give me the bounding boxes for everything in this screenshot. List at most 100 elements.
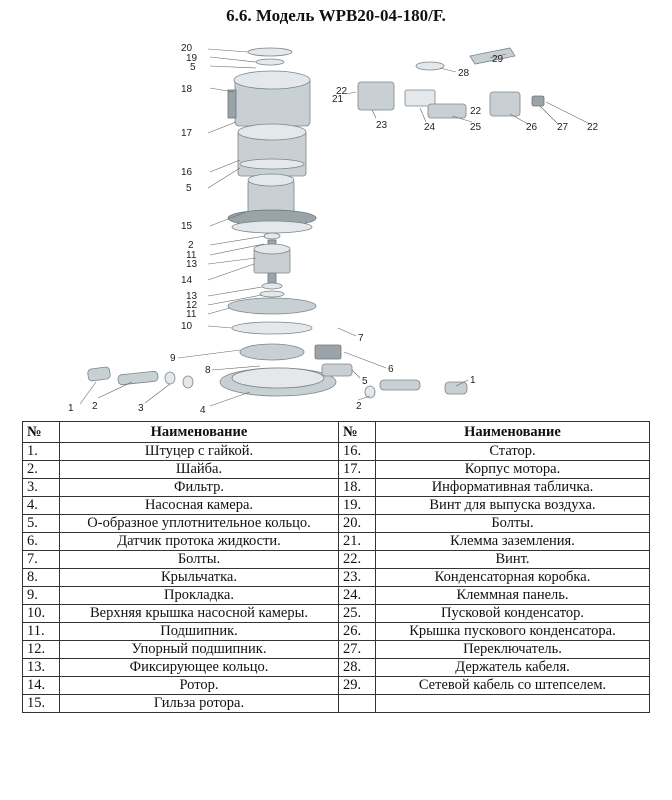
- callout: 17: [181, 128, 193, 139]
- part-number-cell: 12.: [22, 640, 60, 659]
- part-name-cell: Прокладка.: [59, 586, 339, 605]
- part-number-cell: 22.: [338, 550, 376, 569]
- callout: 29: [492, 54, 504, 65]
- part-number-cell: 1.: [22, 442, 60, 461]
- table-row: 14.Ротор.29.Сетевой кабель со штепселем.: [22, 676, 650, 695]
- callout: 5: [190, 62, 196, 73]
- table-row: 2.Шайба.17.Корпус мотора.: [22, 460, 650, 479]
- page-title: 6.6. Модель WPB20-04-180/F.: [226, 6, 446, 25]
- table-row: 6.Датчик протока жидкости.21.Клемма зазе…: [22, 532, 650, 551]
- part-number-cell: 29.: [338, 676, 376, 695]
- part-number-cell: 16.: [338, 442, 376, 461]
- part-name-cell: Корпус мотора.: [375, 460, 650, 479]
- part-number-cell: 9.: [22, 586, 60, 605]
- part-number-cell: 8.: [22, 568, 60, 587]
- table-row: 3.Фильтр.18.Информативная табличка.: [22, 478, 650, 497]
- leader-lines: [79, 48, 591, 407]
- motor-housing-drawing: [219, 47, 337, 397]
- callout: 5: [186, 183, 192, 194]
- table-row: 10.Верхняя крышка насосной камеры.25.Пус…: [22, 604, 650, 623]
- part-number-cell: 20.: [338, 514, 376, 533]
- part-name-cell: Гильза ротора.: [59, 694, 339, 713]
- column-header-name: Наименование: [375, 421, 650, 443]
- part-number-cell: 7.: [22, 550, 60, 569]
- part-name-cell: Информативная табличка.: [375, 478, 650, 497]
- part-name-cell: Штуцер с гайкой.: [59, 442, 339, 461]
- part-name-cell: Подшипник.: [59, 622, 339, 641]
- table-row: 13.Фиксирующее кольцо.28.Держатель кабел…: [22, 658, 650, 677]
- callout: 20: [181, 43, 193, 54]
- callout: 27: [557, 122, 569, 133]
- table-row: 15.Гильза ротора.: [22, 694, 650, 713]
- part-number-cell: 11.: [22, 622, 60, 641]
- callout: 11: [186, 309, 197, 320]
- table-header-row: № Наименование № Наименование: [22, 421, 650, 443]
- part-name-cell: Фильтр.: [59, 478, 339, 497]
- part-name-cell: Фиксирующее кольцо.: [59, 658, 339, 677]
- callout: 7: [358, 333, 364, 344]
- part-name-cell: Клеммная панель.: [375, 586, 650, 605]
- part-name-cell: Сетевой кабель со штепселем.: [375, 676, 650, 695]
- part-name-cell: Насосная камера.: [59, 496, 339, 515]
- callout: 23: [376, 120, 388, 131]
- part-number-cell: 6.: [22, 532, 60, 551]
- callout: 25: [470, 122, 482, 133]
- callout: 3: [138, 403, 144, 414]
- pump-exploded-illustration: 20 19 5 18 17 16 5 15 2 11 13 14 13 12 1…: [68, 43, 599, 416]
- callout: 1: [470, 375, 476, 386]
- callout: 24: [424, 122, 436, 133]
- part-name-cell: Болты.: [59, 550, 339, 569]
- callout: 4: [200, 405, 206, 415]
- part-name-cell: Винт.: [375, 550, 650, 569]
- callout: 21: [332, 94, 344, 105]
- part-name-cell: Статор.: [375, 442, 650, 461]
- callout: 5: [362, 376, 368, 387]
- part-number-cell: 15.: [22, 694, 60, 713]
- part-number-cell: 27.: [338, 640, 376, 659]
- callout: 8: [205, 365, 211, 376]
- column-header-number: №: [22, 421, 60, 443]
- part-name-cell: Конденсаторная коробка.: [375, 568, 650, 587]
- callout: 1: [68, 403, 74, 414]
- callout: 26: [526, 122, 538, 133]
- callout: 19: [186, 53, 198, 64]
- callout: 6: [388, 364, 394, 375]
- part-number-cell: 28.: [338, 658, 376, 677]
- part-number-cell: 21.: [338, 532, 376, 551]
- part-number-cell: 25.: [338, 604, 376, 623]
- part-number-cell: 23.: [338, 568, 376, 587]
- column-header-name: Наименование: [59, 421, 339, 443]
- callout: 2: [92, 401, 98, 412]
- callout: 16: [181, 167, 193, 178]
- callout: 13: [186, 259, 198, 270]
- part-name-cell: Держатель кабеля.: [375, 658, 650, 677]
- part-name-cell: Верхняя крышка насосной камеры.: [59, 604, 339, 623]
- part-name-cell: Крышка пускового конденсатора.: [375, 622, 650, 641]
- table-row: 5.О-образное уплотнительное кольцо.20.Бо…: [22, 514, 650, 533]
- part-name-cell: [375, 694, 650, 713]
- part-name-cell: Болты.: [375, 514, 650, 533]
- part-number-cell: 4.: [22, 496, 60, 515]
- capacitor-box-drawing: [357, 47, 545, 119]
- part-name-cell: Датчик протока жидкости.: [59, 532, 339, 551]
- part-number-cell: 17.: [338, 460, 376, 479]
- callout: 22: [470, 106, 482, 117]
- column-header-number: №: [338, 421, 376, 443]
- callout: 11: [186, 250, 197, 261]
- part-name-cell: Упорный подшипник.: [59, 640, 339, 659]
- callout: 14: [181, 275, 193, 286]
- part-number-cell: 10.: [22, 604, 60, 623]
- part-name-cell: Винт для выпуска воздуха.: [375, 496, 650, 515]
- part-number-cell: 2.: [22, 460, 60, 479]
- table-row: 1.Штуцер с гайкой.16.Статор.: [22, 442, 650, 461]
- part-name-cell: Крыльчатка.: [59, 568, 339, 587]
- callout: 22: [336, 86, 348, 97]
- part-name-cell: Пусковой конденсатор.: [375, 604, 650, 623]
- part-name-cell: Клемма заземления.: [375, 532, 650, 551]
- part-number-cell: 24.: [338, 586, 376, 605]
- callout: 28: [458, 68, 470, 79]
- callout: 10: [181, 321, 193, 332]
- part-number-cell: 3.: [22, 478, 60, 497]
- table-row: 7.Болты.22.Винт.: [22, 550, 650, 569]
- part-number-cell: 14.: [22, 676, 60, 695]
